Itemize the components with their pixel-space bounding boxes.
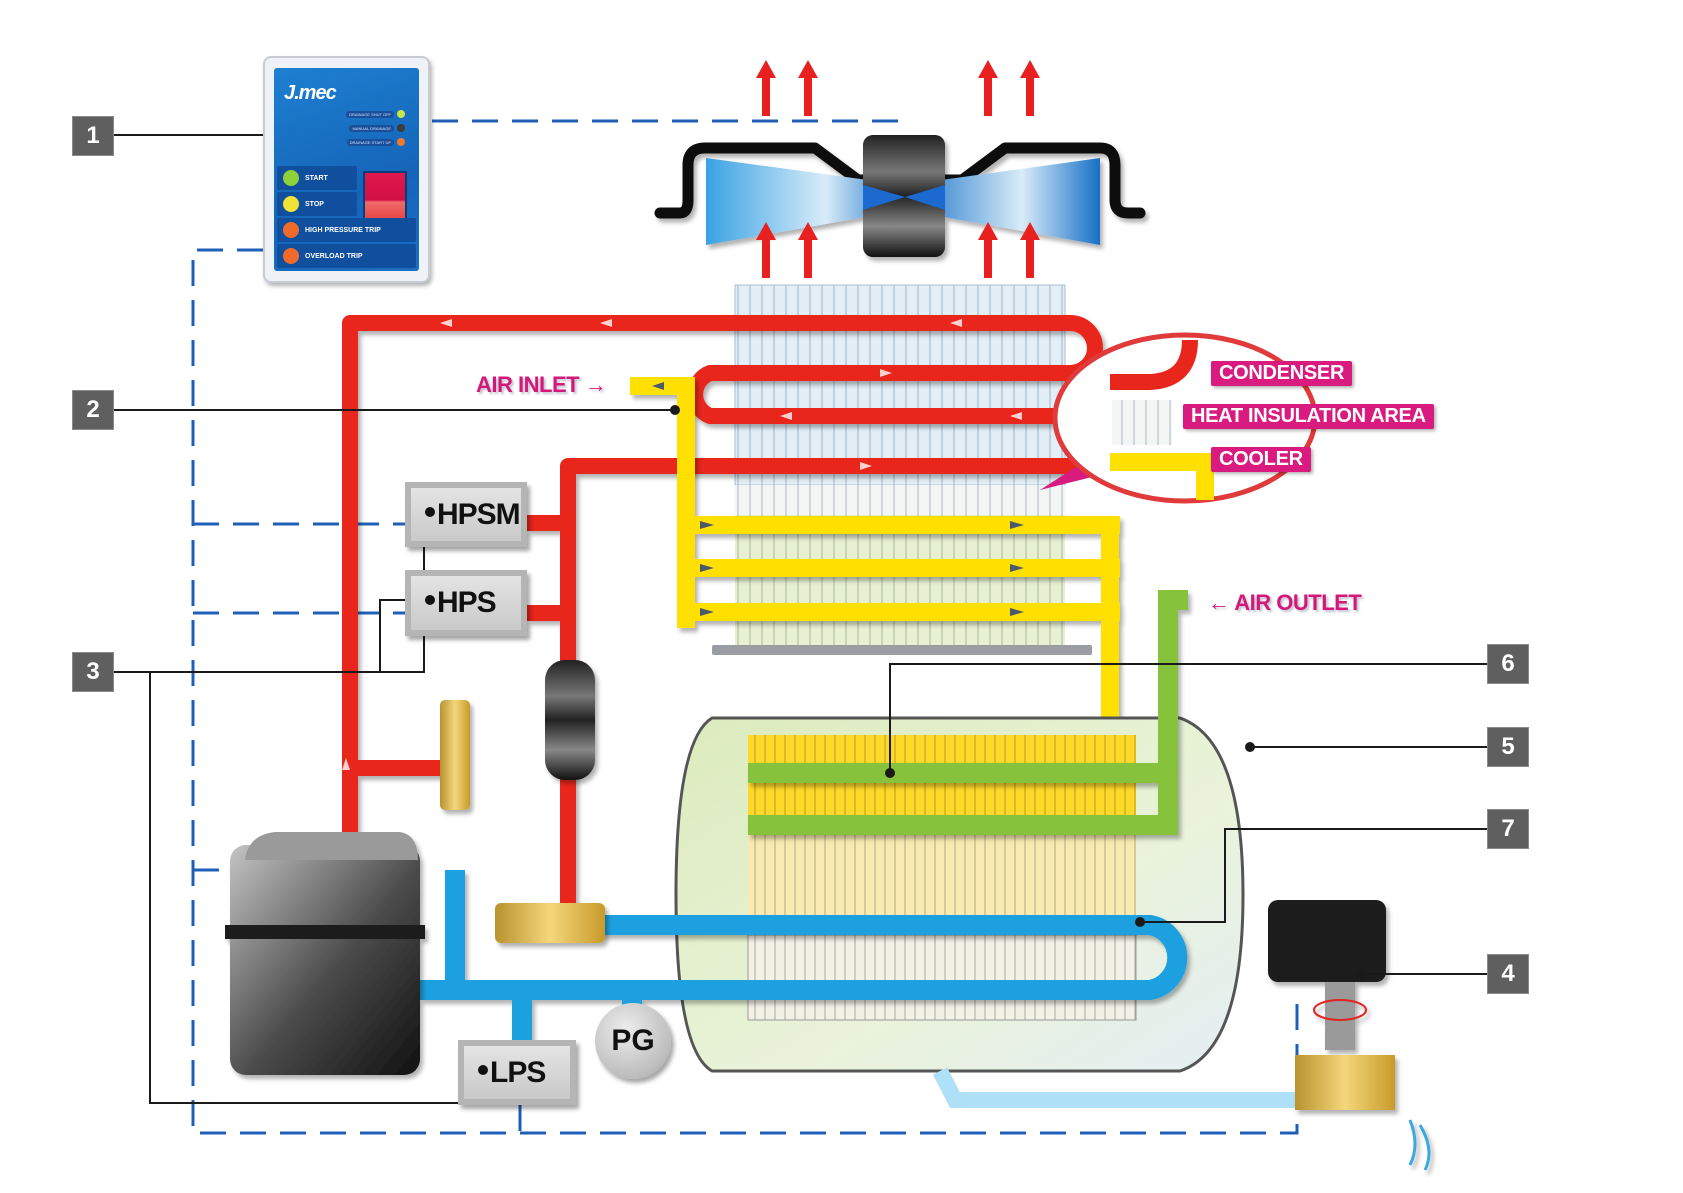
callout-dot [478,1064,488,1075]
refrigerant-flow-arrows [342,319,1022,770]
brand-logo: J.mec [284,82,337,104]
callout-dot [425,595,435,605]
cooler-tag: COOLER [1211,447,1311,472]
air-flow-arrows [652,382,1024,616]
air-inlet-label: AIR INLET → [476,372,607,397]
indicator-lamp [397,110,405,118]
pressure-gauge: PG [595,1003,671,1079]
arrow-left-icon: ← [1208,590,1230,615]
stop-lamp [283,196,299,212]
callout-1: 1 [72,116,114,156]
evaporator-circuit [420,870,1188,1040]
lps-switch: LPS [458,1040,576,1105]
hot-gas-bypass-valve [440,700,470,810]
control-panel: J.mec DRAINAGE SHUT OFF MANUAL DRAINAGE … [263,56,430,283]
indicator-drainage-start-up: DRAINAGE START UP [346,138,405,146]
hps-switch: HPS [405,570,527,636]
dry-air-circuit [748,590,1188,835]
callout-dot [425,506,435,517]
cooler-circuit [630,377,1120,725]
stop-button[interactable]: STOP [277,192,357,216]
condenser-fan [654,135,1146,257]
callout-3: 3 [72,652,114,692]
trip-lamp [283,222,299,238]
hpsm-switch: HPSM [405,482,527,547]
heat-insulation-tag: HEAT INSULATION AREA [1183,404,1434,429]
indicator-lamp [397,124,405,132]
compressor [225,832,425,1075]
receiver-filter-drier [545,660,595,780]
start-button[interactable]: START [277,166,357,190]
air-outlet-label: ← AIR OUTLET [1208,590,1362,615]
callout-5: 5 [1487,727,1529,767]
high-pressure-trip-indicator: HIGH PRESSURE TRIP [277,218,416,242]
callout-7: 7 [1487,809,1529,849]
exhaust-arrows [756,60,1040,278]
start-lamp [283,170,299,186]
callout-4: 4 [1487,954,1529,994]
callout-6: 6 [1487,644,1529,684]
indicator-drainage-shut-off: DRAINAGE SHUT OFF [346,110,405,118]
arrow-right-icon: → [584,372,607,397]
indicator-manual-drainage: MANUAL DRAINAGE [349,124,405,132]
callout-2: 2 [72,390,114,430]
auto-drain-valve [1268,900,1431,1171]
indicator-lamp [397,138,405,146]
trip-lamp [283,248,299,264]
condenser-tag: CONDENSER [1211,361,1353,386]
overload-trip-indicator: OVERLOAD TRIP [277,244,416,268]
expansion-valve [495,903,605,943]
